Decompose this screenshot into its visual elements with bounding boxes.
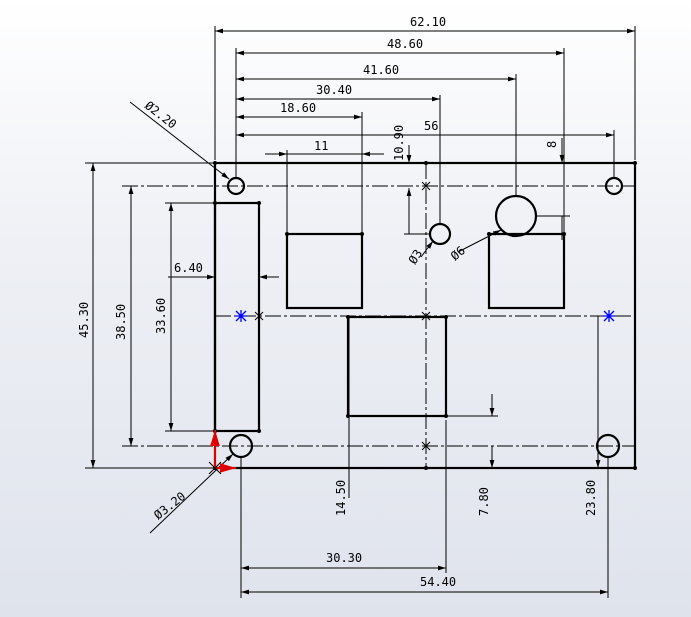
dim-23-80[interactable]: 23.80 xyxy=(584,480,598,516)
dim-6-40[interactable]: 6.40 xyxy=(174,261,203,275)
dim-phi-3[interactable]: Ø3 xyxy=(406,247,426,267)
dim-18-60[interactable]: 18.60 xyxy=(280,101,316,115)
square-cutout-1[interactable] xyxy=(285,232,364,310)
dim-48-60[interactable]: 48.60 xyxy=(387,37,423,51)
dim-8[interactable]: 8 xyxy=(545,141,559,148)
dim-56[interactable]: 56 xyxy=(424,119,438,133)
dim-30-40[interactable]: 30.40 xyxy=(316,83,352,97)
origin-axis-icon xyxy=(208,430,236,475)
dim-phi-6[interactable]: Ø6 xyxy=(448,243,468,263)
dim-14-50[interactable]: 14.50 xyxy=(334,480,348,516)
dim-30-30[interactable]: 30.30 xyxy=(326,551,362,565)
square-cutout-right[interactable] xyxy=(487,232,566,310)
dim-41-60[interactable]: 41.60 xyxy=(363,63,399,77)
dim-38-50[interactable]: 38.50 xyxy=(114,304,128,340)
left-slot[interactable] xyxy=(213,201,261,433)
dim-lines-top xyxy=(214,26,636,240)
dim-62-10[interactable]: 62.10 xyxy=(410,15,446,29)
dim-10-90[interactable]: 10.90 xyxy=(392,125,406,161)
midpoint-relation-icon xyxy=(235,310,615,322)
dim-11[interactable]: 11 xyxy=(314,139,328,153)
dim-7-80[interactable]: 7.80 xyxy=(477,487,491,516)
square-cutout-center[interactable] xyxy=(346,315,448,418)
sketch-points xyxy=(213,161,637,470)
dim-54-40[interactable]: 54.40 xyxy=(420,575,456,589)
dim-33-60[interactable]: 33.60 xyxy=(154,298,168,334)
dim-lines-bottom xyxy=(240,316,609,598)
dim-phi-2-20[interactable]: Ø2.20 xyxy=(142,98,179,131)
dim-phi-3-20[interactable]: Ø3.20 xyxy=(151,489,188,522)
dim-45-30[interactable]: 45.30 xyxy=(77,302,91,338)
center-marks xyxy=(254,181,431,451)
dim-lines-left xyxy=(85,162,279,469)
hole-large-right[interactable] xyxy=(494,194,538,238)
